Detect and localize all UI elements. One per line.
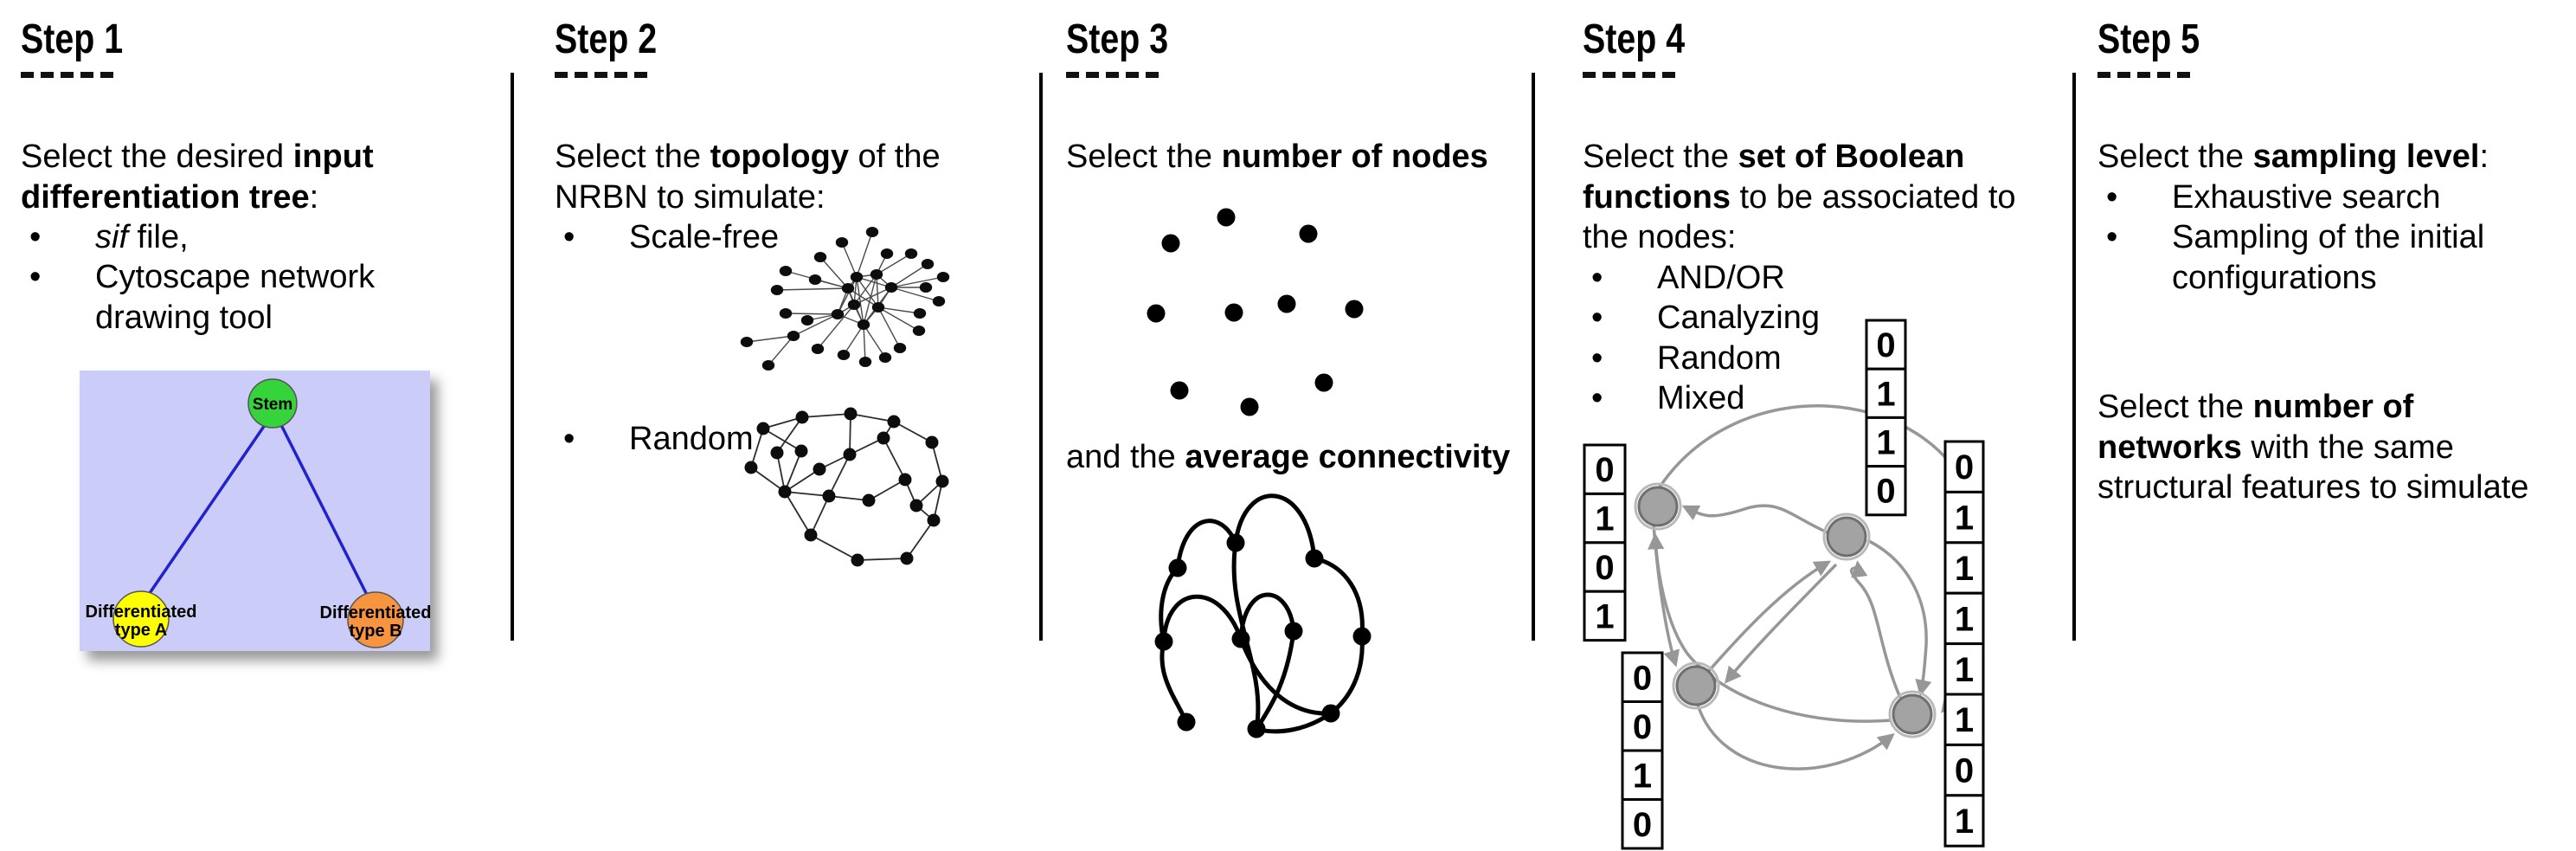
step4-bullet-mixed: Mixed — [1583, 378, 2107, 419]
svg-text:0: 0 — [1955, 448, 1974, 487]
tree-node-label: type B — [349, 622, 401, 641]
tree-node-label: Differentiated — [320, 603, 432, 622]
svg-text:1: 1 — [1633, 757, 1652, 795]
svg-text:1: 1 — [1955, 550, 1974, 588]
edge-a-to-c — [1652, 524, 1680, 667]
svg-text:1: 1 — [1955, 803, 1974, 841]
top-node-function-table: 0 1 1 0 — [1865, 319, 1907, 517]
svg-text:1: 1 — [1955, 500, 1974, 538]
svg-text:0: 0 — [1633, 708, 1652, 746]
edge-a-to-d-outer — [1657, 404, 1981, 713]
step5-header: Step 5 — [2097, 16, 2200, 62]
tree-node-2 — [347, 591, 404, 648]
svg-text:0: 0 — [1955, 752, 1974, 790]
network-node-a-ring — [1634, 482, 1682, 531]
network-node-a — [1637, 486, 1679, 527]
svg-text:1: 1 — [1876, 375, 1895, 413]
divider-2-3 — [1039, 73, 1043, 641]
svg-text:1: 1 — [1595, 500, 1614, 538]
svg-text:1: 1 — [1595, 597, 1614, 635]
svg-text:0: 0 — [1876, 473, 1895, 511]
edge-c-to-b — [1706, 560, 1832, 674]
network-node-c — [1675, 665, 1717, 706]
network-node-d-ring — [1888, 690, 1937, 738]
step2-bullet-scale-free: Scale-free — [555, 217, 1079, 258]
tree-node-label: Differentiated — [86, 603, 197, 622]
svg-text:1: 1 — [1876, 424, 1895, 462]
svg-text:0: 0 — [1595, 549, 1614, 587]
connectivity-tangle-illustration — [1154, 493, 1372, 738]
edge-d-to-b — [1849, 560, 1902, 699]
network-node-c-ring — [1672, 661, 1720, 710]
step3-header: Step 3 — [1066, 16, 1169, 62]
step2-dashes — [555, 72, 648, 78]
step2-instruction: Select the topology of the NRBN to simul… — [555, 139, 941, 216]
step2-bullet-random: Random — [555, 419, 1079, 460]
svg-text:0: 0 — [1633, 659, 1652, 697]
step4-bullet-random: Random — [1583, 338, 2107, 379]
step5-instruction-networks: Select the number of networks with the s… — [2097, 389, 2529, 506]
svg-text:0: 0 — [1633, 806, 1652, 844]
right-node-function-table: 0 1 1 1 1 1 0 1 — [1943, 440, 1985, 848]
network-node-d — [1892, 693, 1933, 735]
step5-bullet-exhaustive: Exhaustive search — [2097, 177, 2576, 218]
tree-node-1 — [112, 590, 170, 648]
step4-dashes — [1583, 72, 1676, 78]
bottom-node-function-table: 0 0 1 0 — [1621, 651, 1664, 850]
tree-node-label: Stem — [253, 396, 292, 414]
step1-bullet-cytoscape: Cytoscape network drawing tool — [21, 257, 545, 338]
step5-bullet-sampling: Sampling of the initial configurations — [2097, 217, 2576, 298]
step4-instruction: Select the set of Boolean functions to b… — [1583, 139, 2016, 255]
edge-c-to-d — [1696, 704, 1895, 770]
step5-instruction-sampling: Select the sampling level: — [2097, 139, 2489, 175]
svg-text:0: 0 — [1595, 451, 1614, 489]
random-network-illustration — [744, 407, 949, 567]
edge-b-to-d — [1866, 538, 1932, 697]
step1-header: Step 1 — [21, 16, 124, 62]
svg-text:0: 0 — [1876, 326, 1895, 364]
step3-dashes — [1066, 72, 1160, 78]
step5-dashes — [2097, 72, 2191, 78]
edge-b-to-c — [1724, 563, 1838, 684]
edge-b-to-a — [1681, 504, 1830, 535]
network-node-b-ring — [1822, 513, 1871, 561]
step4-header: Step 4 — [1583, 16, 1686, 62]
step1-bullet-sif-file: sif file, — [21, 217, 545, 258]
nodes-dots-illustration — [1147, 208, 1364, 416]
step3-instruction-connectivity: and the average connectivity — [1066, 439, 1511, 475]
svg-text:1: 1 — [1955, 651, 1974, 689]
network-node-b — [1826, 516, 1867, 558]
svg-text:1: 1 — [1955, 600, 1974, 638]
divider-1-2 — [511, 73, 514, 641]
step3-instruction-nodes: Select the number of nodes — [1066, 139, 1488, 175]
step4-bullet-canalyzing: Canalyzing — [1583, 298, 2107, 338]
step4-bullet-and-or: AND/OR — [1583, 258, 2107, 299]
tree-node-label: type A — [115, 621, 167, 640]
tree-node-0 — [247, 378, 298, 429]
svg-text:1: 1 — [1955, 701, 1974, 739]
step1-instruction: Select the desired input differentiation… — [21, 139, 374, 216]
step1-dashes — [21, 72, 114, 78]
step2-header: Step 2 — [555, 16, 658, 62]
left-node-function-table: 0 1 0 1 — [1583, 443, 1627, 642]
divider-3-4 — [1532, 73, 1535, 641]
scale-free-network-illustration — [740, 227, 950, 371]
